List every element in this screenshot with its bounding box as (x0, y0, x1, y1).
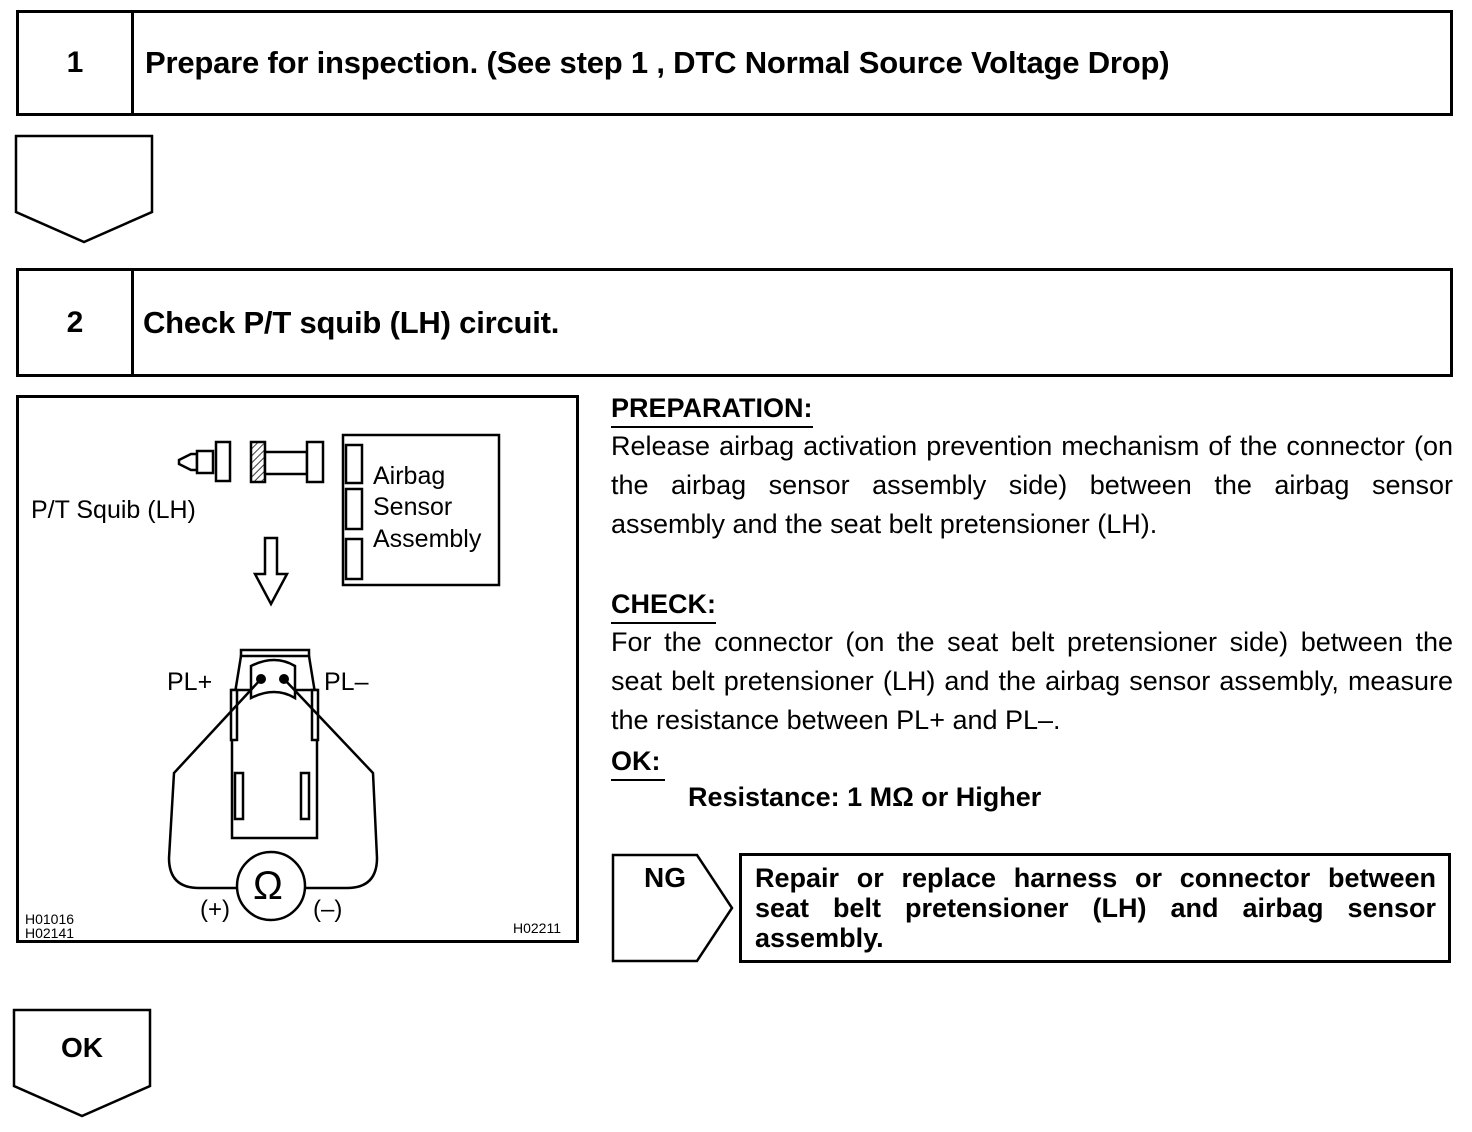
preparation-text: Release airbag activation prevention mec… (611, 431, 1453, 539)
pretensioner-connector-icon (229, 648, 320, 840)
sensor-label-line3: Assembly (373, 525, 482, 553)
figure-code-1: H01016 (25, 911, 75, 927)
squib-label: P/T Squib (LH) (31, 496, 196, 524)
ohmmeter-icon (235, 850, 307, 922)
figure-code-2: H02141 (25, 925, 75, 941)
step-1-title: Prepare for inspection. (See step 1 , DT… (145, 45, 1170, 80)
sensor-label-line1: Airbag (373, 462, 446, 490)
sensor-connector-icon (249, 440, 325, 484)
circuit-diagram: P/T Squib (LH) Airbag Sensor Assembly PL… (16, 395, 579, 943)
step-2-title: Check P/T squib (LH) circuit. (143, 304, 560, 340)
resistance-spec: Resistance: 1 MΩ or Higher (688, 782, 1042, 812)
step-2-number: 2 (19, 271, 134, 374)
ng-label: NG (644, 862, 686, 893)
check-heading: CHECK: (611, 591, 716, 624)
flow-down-arrow (14, 134, 154, 244)
step-2-box: 2 Check P/T squib (LH) circuit. (16, 268, 1453, 377)
ok-result-arrow (12, 1008, 152, 1118)
sensor-label-line2: Sensor (373, 493, 453, 521)
check-text: For the connector (on the seat belt pret… (611, 627, 1453, 735)
ok-result-label: OK (61, 1032, 103, 1063)
circuit-drawing (167, 433, 501, 922)
squib-connector-icon (177, 440, 232, 483)
ok-spec-heading: OK: (611, 748, 665, 781)
ng-action-box: Repair or replace harness or connector b… (739, 853, 1451, 963)
step-1-box: 1 Prepare for inspection. (See step 1 , … (16, 10, 1453, 116)
ohm-symbol: Ω (253, 864, 283, 908)
meter-plus-label: (+) (200, 896, 230, 923)
step-1-number: 1 (19, 13, 134, 113)
terminal-plus-label: PL+ (167, 668, 213, 696)
test-leads (167, 678, 379, 890)
preparation-heading: PREPARATION: (611, 395, 813, 428)
figure-code-3: H02211 (513, 920, 562, 936)
terminal-minus-label: PL– (324, 668, 369, 696)
ng-arrow-icon (611, 853, 734, 963)
airbag-sensor-assembly-icon (341, 433, 501, 587)
meter-minus-label: (–) (313, 896, 343, 923)
down-arrow-icon (252, 536, 290, 607)
